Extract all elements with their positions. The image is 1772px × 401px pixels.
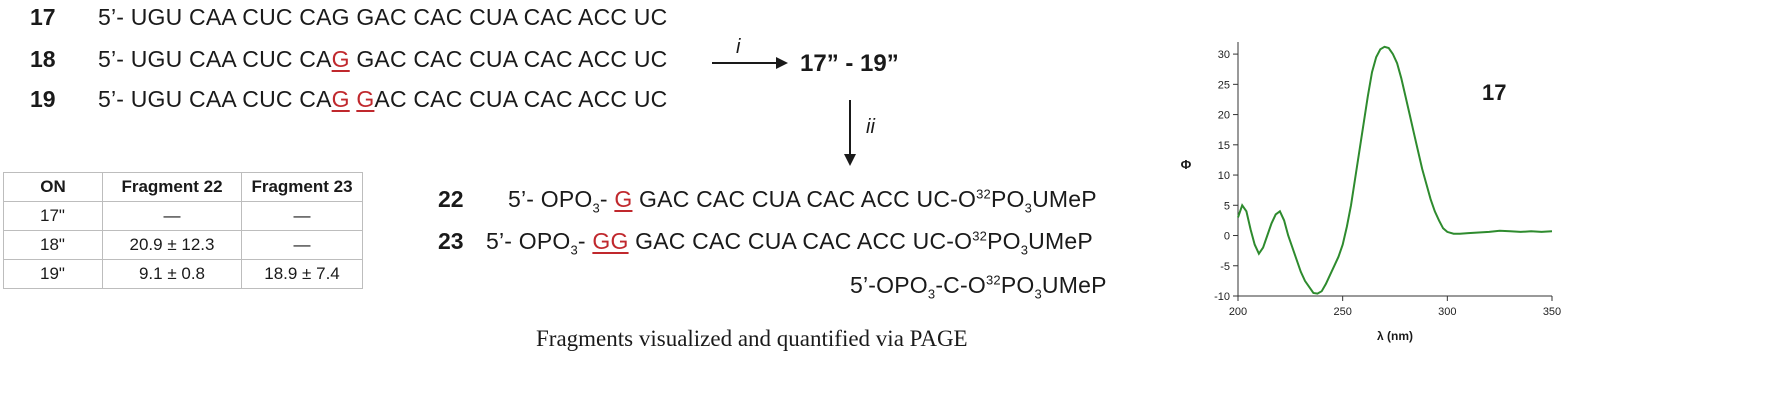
frag-part: GAC CAC CUA CAC ACC UC-O <box>628 228 973 254</box>
modified-base: G <box>356 86 375 112</box>
table-cell: 18" <box>3 230 103 260</box>
x-tick-label: 250 <box>1333 306 1351 318</box>
modified-base: G <box>331 86 350 112</box>
reaction-arrow-i <box>712 57 788 69</box>
y-tick-label: 20 <box>1218 110 1230 122</box>
reaction-arrow-ii <box>844 100 856 166</box>
table-row: 18" 20.9 ± 12.3 — <box>3 230 363 260</box>
y-axis-label: Φ <box>1181 157 1192 172</box>
table-header: Fragment 22 <box>102 172 242 202</box>
frag-sub: 3 <box>927 286 936 302</box>
arrow-ii-label: ii <box>866 116 875 138</box>
frag-part: GAC CAC CUA CAC ACC UC-O <box>632 186 977 212</box>
table-cell: 17" <box>3 201 103 231</box>
frag-part: -C-O <box>935 272 986 298</box>
table-cell: — <box>241 201 363 231</box>
y-tick-label: 25 <box>1218 79 1230 91</box>
series-line <box>1237 45 1553 295</box>
y-tick-label: 5 <box>1224 200 1230 212</box>
frag-part: 5’- OPO <box>486 228 571 254</box>
fragment-c: 5’-OPO3-C-O32PO3UMeP <box>850 272 1107 302</box>
fragment-22-label: 22 <box>438 186 464 212</box>
y-tick-label: -10 <box>1214 291 1230 303</box>
table-cell: 18.9 ± 7.4 <box>241 259 363 289</box>
table-row: 17" — — <box>3 201 363 231</box>
table-header: ON <box>3 172 103 202</box>
y-tick-label: 10 <box>1218 170 1230 182</box>
frag-sub: 3 <box>1034 286 1042 302</box>
sequence-18: 5’- UGU CAA CUC CAG GAC CAC CUA CAC ACC … <box>98 46 667 73</box>
x-tick-label: 300 <box>1438 306 1456 318</box>
fragment-23: 5’- OPO3- GG GAC CAC CUA CAC ACC UC-O32P… <box>486 228 1093 258</box>
seq-part: AC CAC CUA CAC ACC UC <box>374 86 668 112</box>
y-tick-label: -5 <box>1220 261 1230 273</box>
sequence-19: 5’- UGU CAA CUC CAG GAC CAC CUA CAC ACC … <box>98 86 667 113</box>
y-tick-label: 0 <box>1224 231 1230 243</box>
frag-part: PO <box>987 228 1021 254</box>
x-axis-label: λ (nm) <box>1377 329 1413 343</box>
table-cell: — <box>241 230 363 260</box>
frag-part: UMeP <box>1028 228 1093 254</box>
frag-sub: 3 <box>592 200 600 216</box>
sequence-19-label: 19 <box>30 86 56 112</box>
modified-base: GG <box>592 228 629 254</box>
frag-part: 5’- OPO <box>508 186 593 212</box>
table-cell: 20.9 ± 12.3 <box>102 230 242 260</box>
frag-sup: 32 <box>976 186 991 202</box>
frag-part: 5’-OPO <box>850 272 928 298</box>
seq-part: GAC CAC CUA CAC ACC UC <box>349 46 668 72</box>
table-cell: — <box>102 201 242 231</box>
frag-part: - <box>577 228 593 254</box>
table-header-row: ON Fragment 22 Fragment 23 <box>3 172 363 202</box>
frag-part: PO <box>991 186 1025 212</box>
table-row: 19" 9.1 ± 0.8 18.9 ± 7.4 <box>3 259 363 289</box>
x-tick-label: 350 <box>1543 306 1561 318</box>
seq-part: 5’- UGU CAA CUC CA <box>98 86 332 112</box>
x-tick-label: 200 <box>1229 306 1247 318</box>
product-label: 17” - 19” <box>800 50 899 77</box>
caption: Fragments visualized and quantified via … <box>536 326 968 351</box>
frag-sup: 32 <box>972 228 988 244</box>
fragment-22: 5’- OPO3- G GAC CAC CUA CAC ACC UC-O32PO… <box>508 186 1097 216</box>
fragment-table: ON Fragment 22 Fragment 23 17" — — 18" 2… <box>3 172 363 289</box>
chart-title: 17 <box>1482 80 1506 105</box>
arrow-i-label: i <box>736 36 741 58</box>
frag-sub: 3 <box>1020 242 1029 258</box>
sequence-18-label: 18 <box>30 46 56 72</box>
frag-part: PO <box>1000 272 1035 298</box>
y-tick-label: 15 <box>1218 140 1230 152</box>
frag-part: - <box>599 186 615 212</box>
table-header: Fragment 23 <box>241 172 363 202</box>
frag-part: UMeP <box>1041 272 1107 298</box>
sequence-17-label: 17 <box>30 4 56 30</box>
fragment-23-label: 23 <box>438 228 464 254</box>
frag-sub: 3 <box>1024 200 1033 216</box>
y-tick-label: 30 <box>1218 49 1230 61</box>
seq-part: 5’- UGU CAA CUC CA <box>98 46 332 72</box>
sequence-17: 5’- UGU CAA CUC CAG GAC CAC CUA CAC ACC … <box>98 4 668 30</box>
frag-sup: 32 <box>985 272 1001 288</box>
frag-part: UMeP <box>1032 186 1097 212</box>
table-cell: 9.1 ± 0.8 <box>102 259 242 289</box>
table-cell: 19" <box>3 259 103 289</box>
modified-base: G <box>331 46 350 72</box>
modified-base: G <box>614 186 633 212</box>
frag-sub: 3 <box>570 242 578 258</box>
